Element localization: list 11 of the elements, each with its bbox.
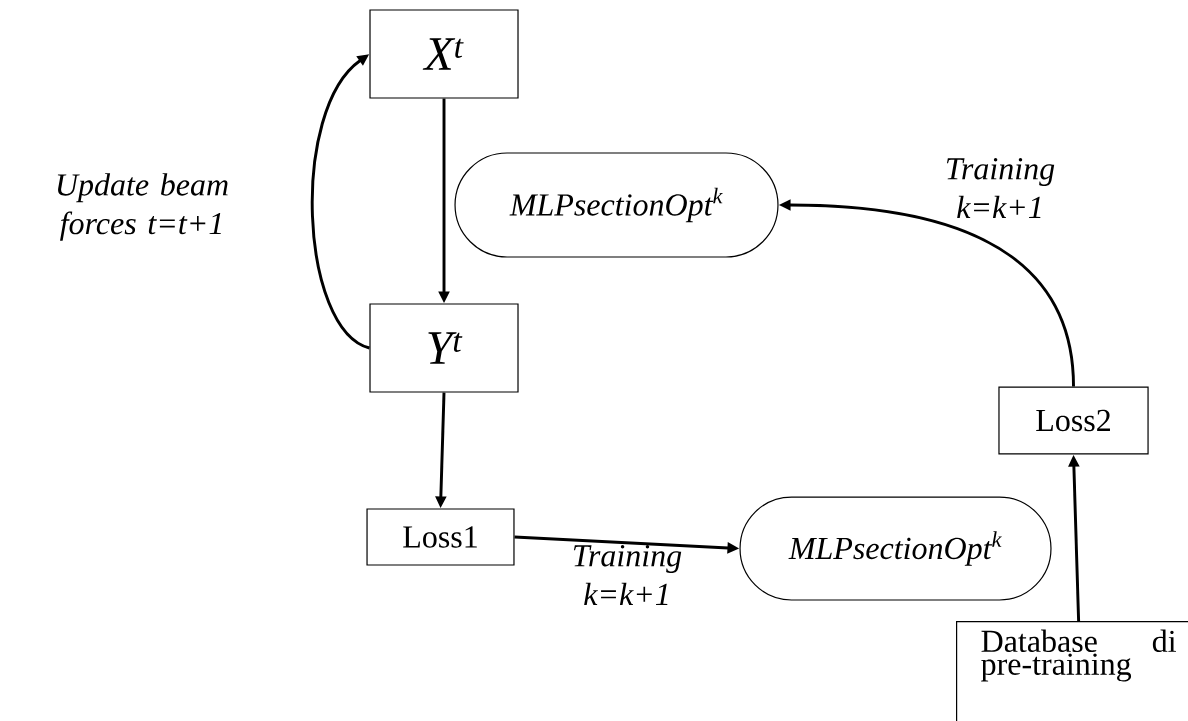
process-box: Loss2 (998, 386, 1149, 455)
edge-label: Training k=k+1 (573, 545, 682, 605)
edge-label: Update beam forces t=t+1 (57, 173, 228, 241)
process-box: Loss1 (366, 508, 515, 566)
edge-label: Training k=k+1 (946, 158, 1055, 218)
model-box: MLPsectionOpt$^{k}$ (454, 152, 779, 258)
process-box: Y$^{t}$ (369, 303, 519, 393)
model-box: MLPsectionOpt$^{k}$ (739, 496, 1052, 601)
arrow (311, 54, 371, 350)
data-box: Database di pre-training (956, 621, 1188, 721)
process-box: X$^{t}$ (369, 9, 519, 99)
